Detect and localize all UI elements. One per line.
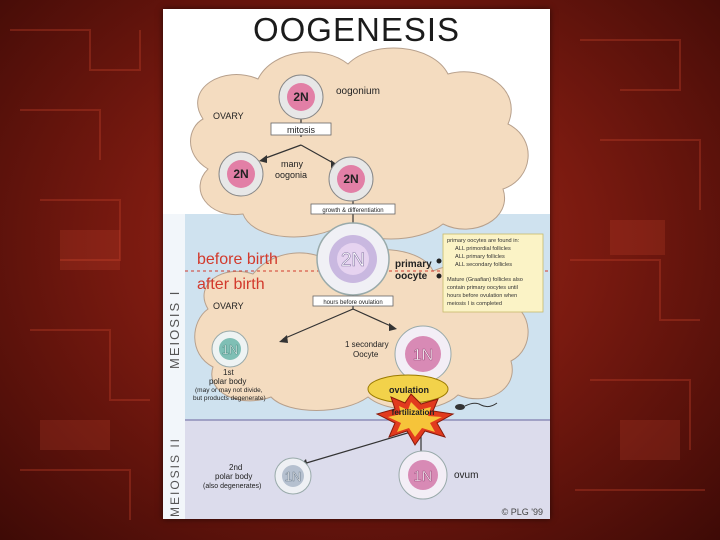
oogonium-ploidy: 2N <box>293 90 308 104</box>
after-birth-label: after birth <box>197 276 265 293</box>
primary-oocyte-ploidy: 2N <box>341 250 365 271</box>
before-birth-label: before birth <box>197 251 278 268</box>
polar1-line4: but products degenerate) <box>193 395 266 402</box>
ovum-label: ovum <box>454 470 478 481</box>
primary-label-1: primary <box>395 259 432 270</box>
primary-label-2: oocyte <box>395 271 428 282</box>
oogonia-left-ploidy: 2N <box>233 167 248 181</box>
note2-line2: contain primary oocytes until <box>447 285 518 291</box>
note1-line4: ALL secondary follicles <box>455 262 512 268</box>
secondary-line2: Oocyte <box>353 350 379 359</box>
note1-line2: ALL primordial follicles <box>455 246 511 252</box>
polar2-line1: 2nd <box>229 463 242 472</box>
meiosis-2-band <box>163 420 550 519</box>
oogonia-right-ploidy: 2N <box>343 172 358 186</box>
polar1-ploidy: 1N <box>222 342 239 357</box>
meiosis-2-label: MEIOSIS II <box>168 437 182 517</box>
oogenesis-diagram: 2N oogonium OVARY mitosis 2N 2N many oog… <box>163 9 550 519</box>
ovulation-label: ovulation <box>389 385 429 395</box>
mitosis-label: mitosis <box>287 125 316 135</box>
note1-line3: ALL primary follicles <box>455 254 505 260</box>
note2-line1: Mature (Graafian) follicles also <box>447 277 523 283</box>
ovum-ploidy: 1N <box>413 468 432 485</box>
note2-line4: meiosis I is completed <box>447 301 502 307</box>
oogonium-label: oogonium <box>336 86 380 97</box>
polar2-line3: (also degenerates) <box>203 483 261 490</box>
meiosis-1-label: MEIOSIS I <box>167 290 182 369</box>
note1-line1: primary oocytes are found in: <box>447 238 520 244</box>
growth-label: growth & differentiation <box>322 208 383 214</box>
polar1-line3: (may or may not divide, <box>195 387 263 394</box>
fertilization-label: fertilization <box>392 408 435 417</box>
hours-before-label: hours before ovulation <box>323 300 382 306</box>
page-title: OOGENESIS <box>163 11 550 49</box>
ovary-mid-label: OVARY <box>213 301 244 311</box>
ovary-top-label: OVARY <box>213 111 244 121</box>
polar2-ploidy: 1N <box>285 469 302 484</box>
note2-line3: hours before ovulation when <box>447 293 517 299</box>
diagram-canvas: 2N oogonium OVARY mitosis 2N 2N many oog… <box>163 9 550 519</box>
copyright: © PLG '99 <box>502 507 543 517</box>
polar2-line2: polar body <box>215 472 252 481</box>
oogonia-label: oogonia <box>275 170 307 180</box>
polar1-line2: polar body <box>209 377 246 386</box>
secondary-line1: 1 secondary <box>345 340 389 349</box>
secondary-ploidy: 1N <box>413 347 433 364</box>
polar1-line1: 1st <box>223 368 234 377</box>
many-label: many <box>281 159 304 169</box>
